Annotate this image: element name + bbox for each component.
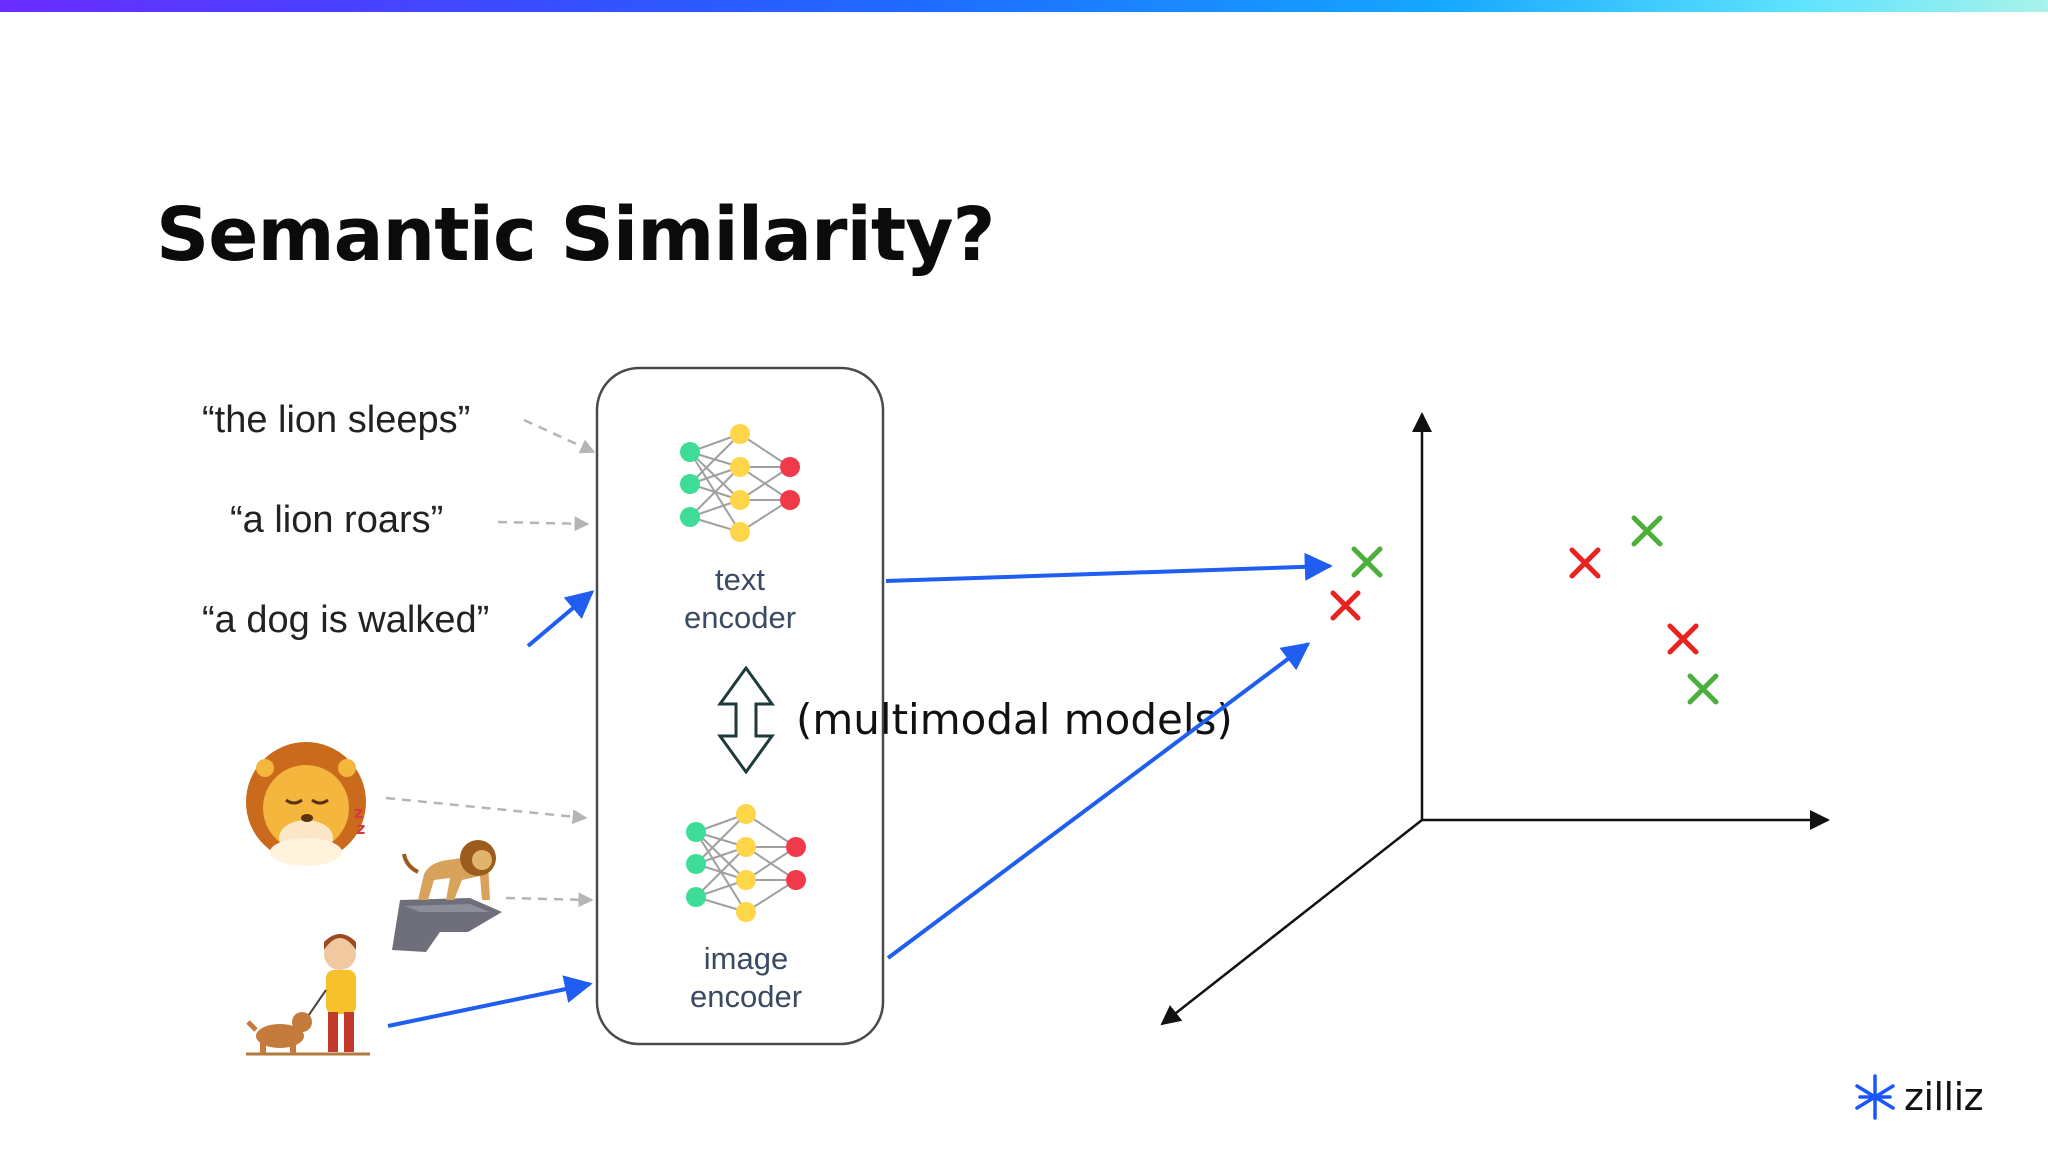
green-x-marker (1351, 546, 1383, 578)
svg-text:z: z (354, 803, 363, 822)
sleeping-lion-icon: z z (246, 742, 366, 866)
multimodal-note: (multimodal models) (796, 695, 1233, 744)
dashed-arrow-text-1 (523, 418, 596, 454)
green-x-marker (1687, 673, 1719, 705)
roaring-lion-icon (392, 840, 502, 952)
image-encoder-label-2: encoder (690, 979, 802, 1014)
image-encoder-label-1: image (704, 941, 788, 976)
dashed-arrow-text-2 (497, 516, 590, 532)
zilliz-star-icon (1855, 1074, 1895, 1120)
dashed-arrow-image-2 (505, 892, 594, 908)
slide-title: Semantic Similarity? (156, 192, 995, 278)
red-x-marker (1569, 547, 1601, 579)
text-input-1: “the lion sleeps” (202, 399, 470, 441)
text-encoder-label-1: text (715, 562, 765, 597)
top-gradient-bar (0, 0, 2048, 12)
blue-arrow-image-3 (387, 975, 593, 1028)
blue-arrow-text-3 (526, 590, 595, 648)
text-embedding-arrow (885, 552, 1333, 583)
image-embedding-arrow (886, 642, 1311, 960)
brand-name: zilliz (1904, 1075, 1984, 1119)
red-x-marker (1330, 590, 1361, 621)
double-arrow-icon (717, 665, 775, 775)
text-input-3: “a dog is walked” (202, 599, 489, 641)
embedding-space-axes (1160, 412, 1830, 1026)
text-input-2: “a lion roars” (230, 499, 443, 541)
red-x-marker (1667, 623, 1699, 655)
brand-logo: zilliz (1852, 1072, 1984, 1122)
image-encoder-network-icon (686, 804, 806, 922)
text-encoder-label-2: encoder (684, 600, 796, 635)
text-encoder-network-icon (680, 424, 800, 542)
dashed-arrow-image-1 (385, 796, 588, 825)
svg-text:z: z (356, 819, 365, 838)
green-x-marker (1631, 515, 1663, 547)
girl-walking-dog-icon (246, 934, 370, 1056)
embedding-markers (1330, 515, 1719, 705)
